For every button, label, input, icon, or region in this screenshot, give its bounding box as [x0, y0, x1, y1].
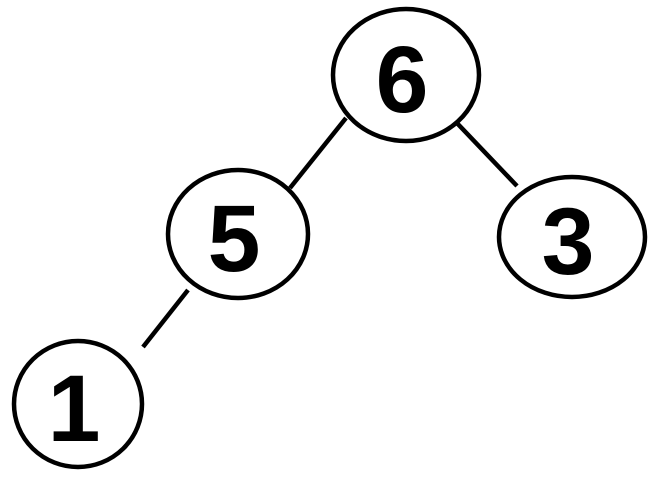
tree-node-3: 3 — [496, 174, 648, 300]
tree-node-5: 5 — [165, 167, 311, 301]
tree-edge-6-3 — [453, 119, 519, 188]
tree-edge-5-1 — [141, 288, 190, 349]
tree-node-circle-5 — [165, 167, 311, 301]
tree-node-label-6: 6 — [376, 27, 429, 133]
tree-node-label-1: 1 — [48, 356, 101, 462]
tree-node-circle-3 — [496, 174, 648, 300]
tree-node-circle-6 — [330, 6, 482, 144]
tree-node-6: 6 — [330, 6, 482, 144]
tree-node-label-3: 3 — [542, 189, 595, 295]
tree-node-circle-1 — [11, 338, 145, 470]
tree-edge-6-5 — [288, 116, 348, 190]
tree-node-1: 1 — [11, 338, 145, 470]
tree-node-label-5: 5 — [208, 186, 261, 292]
